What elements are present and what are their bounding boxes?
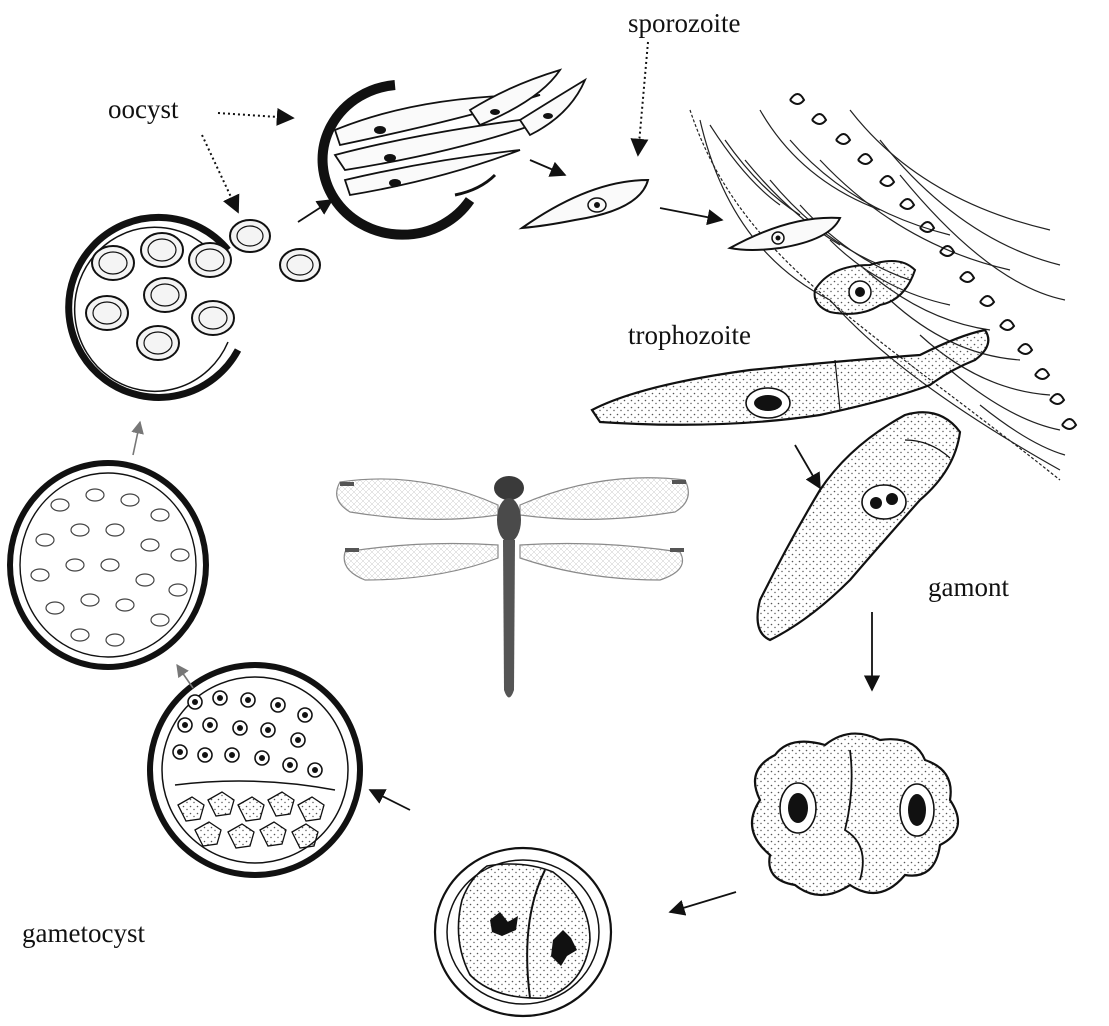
oocyst-with-sporocysts (69, 217, 320, 397)
sporocyst-group (86, 220, 320, 360)
gametocyst-with-zygotes (10, 463, 206, 667)
label-trophozoite: trophozoite (628, 322, 751, 349)
free-sporozoite (522, 180, 648, 228)
mature-gametocyst (150, 665, 360, 875)
label-oocyst: oocyst (108, 96, 179, 123)
attaching-sporozoite (730, 218, 840, 250)
dragonfly-host (337, 476, 689, 698)
young-gametocyst (435, 848, 611, 1016)
label-gamont: gamont (928, 574, 1009, 601)
gamont-pair (758, 412, 960, 640)
young-trophozoite (815, 261, 915, 314)
label-sporozoite: sporozoite (628, 10, 740, 37)
oocyst-releasing-sporozoites (323, 70, 585, 235)
label-gametocyst: gametocyst (22, 920, 145, 947)
encysting-gamonts (752, 734, 958, 895)
